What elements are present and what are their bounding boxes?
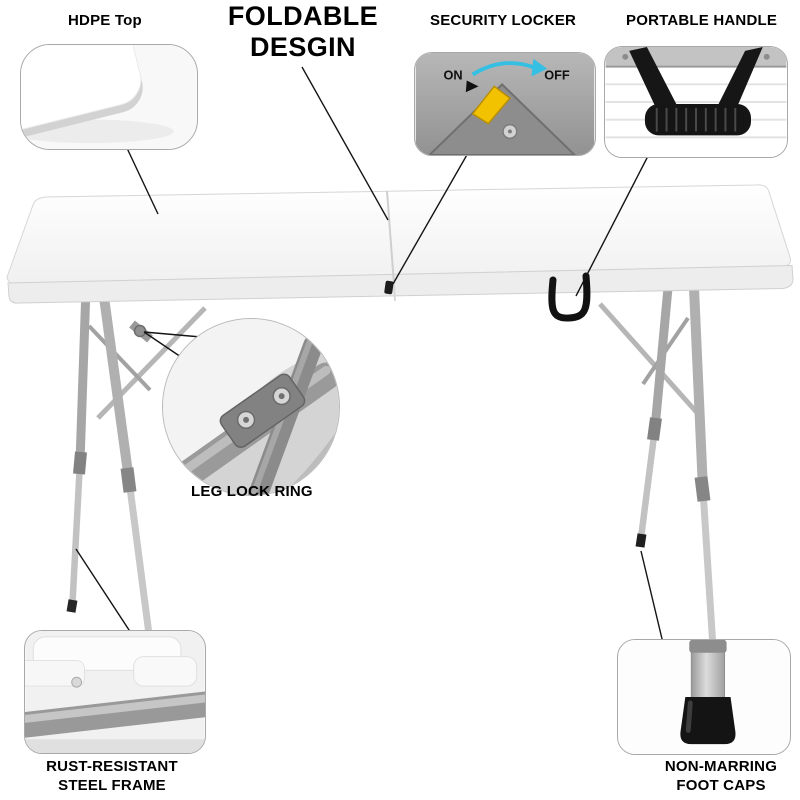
callout-line-security <box>392 152 469 285</box>
left-leg-assembly <box>66 287 207 643</box>
handle-strap-left <box>629 47 679 114</box>
frame-tube <box>25 691 205 738</box>
callout-line-leglock-2 <box>143 331 182 358</box>
callout-line-frame <box>75 548 132 634</box>
security-locker-detail: ON OFF <box>415 53 595 155</box>
right-diagonal-brace <box>598 302 702 418</box>
hdpe-top-detail <box>21 45 197 149</box>
right-rear-leg-lower <box>636 427 659 547</box>
foot-caps-label: NON-MARRING FOOT CAPS <box>634 757 800 795</box>
leg-lock-ring-label: LEG LOCK RING <box>191 483 313 500</box>
portable-handle-detail <box>605 47 787 157</box>
left-rear-leg-lower <box>68 461 84 613</box>
leg-lock-ring-detail <box>163 319 339 495</box>
callout-lines <box>75 66 664 644</box>
frame-tube-highlight <box>25 694 205 723</box>
leg-lock-ring-inset <box>162 318 340 496</box>
fold-latch <box>384 280 394 295</box>
lock-screw-center <box>507 129 512 134</box>
lock-lever <box>471 85 511 125</box>
footcap-rubber-cap <box>680 697 736 745</box>
left-rear-leg-upper <box>75 287 91 463</box>
on-off-arrowhead <box>531 58 548 77</box>
left-rear-foot-cap <box>66 599 78 613</box>
handle-rivet-left <box>622 53 629 60</box>
handle-rivet-right <box>763 53 770 60</box>
left-front-lock-ring <box>120 467 137 493</box>
handle-strap-right <box>715 47 763 116</box>
right-front-leg-upper <box>689 287 708 491</box>
left-front-leg-upper <box>98 289 134 481</box>
leglock-screw-1-center <box>243 416 250 423</box>
hdpe-slab <box>21 45 143 149</box>
on-label: ON <box>443 67 462 82</box>
right-front-lock-ring <box>694 476 711 502</box>
fold-seam <box>386 190 395 285</box>
hdpe-top-inset <box>20 44 198 150</box>
security-rib <box>428 83 577 155</box>
tabletop-front-edge <box>7 264 794 304</box>
foot-caps-label-line1: NON-MARRING <box>664 758 778 775</box>
steel-frame-label: RUST-RESISTANT STEEL FRAME <box>22 757 202 795</box>
footcap-highlight <box>685 700 693 733</box>
leglock-tube-second <box>248 334 324 495</box>
right-front-leg-lower <box>699 489 717 649</box>
page-title: FOLDABLE DESGIN <box>226 1 380 63</box>
steel-frame-label-line1: RUST-RESISTANT <box>46 758 178 775</box>
right-rear-leg-upper <box>650 287 673 429</box>
foot-caps-detail <box>618 640 790 754</box>
callout-line-foldable <box>301 66 389 221</box>
left-hinge-bracket <box>133 324 147 338</box>
page-title-line1: FOLDABLE <box>227 1 379 31</box>
callout-line-hdpe <box>125 145 159 215</box>
security-locker-inset: ON OFF <box>414 52 596 156</box>
tabletop <box>6 184 794 322</box>
frame-panel-3 <box>25 660 85 687</box>
on-off-arrow <box>471 61 539 77</box>
leglock-screw-2-center <box>278 393 285 400</box>
security-locker-label: SECURITY LOCKER <box>430 12 577 29</box>
portable-handle-label: PORTABLE HANDLE <box>626 12 778 29</box>
page-title-line2: DESGIN <box>250 32 356 62</box>
left-front-leg-lower <box>125 479 154 643</box>
handle-grip-ribs <box>655 107 737 132</box>
steel-frame-detail <box>25 631 205 753</box>
fold-seam-edge <box>393 284 396 302</box>
steel-frame-inset <box>24 630 206 754</box>
left-cross-brace <box>87 324 152 392</box>
hdpe-slab-top <box>21 45 142 143</box>
portable-handle-inset <box>604 46 788 158</box>
carry-handle-strap <box>548 272 591 322</box>
off-label: OFF <box>544 67 570 82</box>
frame-panel-2 <box>133 656 198 687</box>
right-rear-lock-ring <box>647 417 662 441</box>
right-rear-foot-cap <box>635 533 647 548</box>
callout-line-handle <box>575 155 649 297</box>
frame-rivet <box>71 676 83 688</box>
steel-frame-label-line2: STEEL FRAME <box>58 777 166 794</box>
hdpe-top-label: HDPE Top <box>68 12 142 29</box>
frame-floor-shade <box>25 739 205 753</box>
callout-line-footcaps <box>640 550 664 644</box>
callout-line-leglock-1 <box>143 331 202 338</box>
foot-caps-inset <box>617 639 791 755</box>
right-leg-assembly <box>598 287 717 649</box>
on-small-arrow <box>465 80 479 93</box>
footcap-collar <box>689 640 727 653</box>
foot-caps-label-line2: FOOT CAPS <box>676 777 766 794</box>
left-rear-lock-ring <box>73 451 87 475</box>
